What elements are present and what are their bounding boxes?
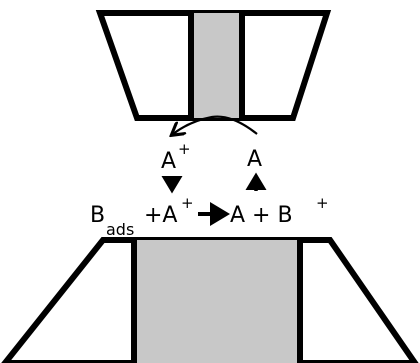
substrate-core bbox=[134, 240, 300, 363]
label-a-right: A bbox=[247, 147, 262, 172]
label-product: A + B bbox=[230, 203, 293, 228]
label-plus-a: +A bbox=[144, 203, 177, 228]
label-product-sup: + bbox=[316, 194, 329, 212]
label-a-plus-left: A bbox=[161, 149, 176, 174]
tip-core bbox=[191, 13, 242, 118]
label-plus-a-sup: + bbox=[181, 194, 194, 212]
label-b: B bbox=[90, 203, 105, 228]
substrate-structure bbox=[1, 237, 419, 363]
tip-cycle-arc bbox=[173, 115, 258, 134]
label-b-subscript: ads bbox=[106, 220, 134, 239]
tip-structure bbox=[95, 10, 332, 121]
label-a-plus-left-sup: + bbox=[178, 140, 191, 158]
